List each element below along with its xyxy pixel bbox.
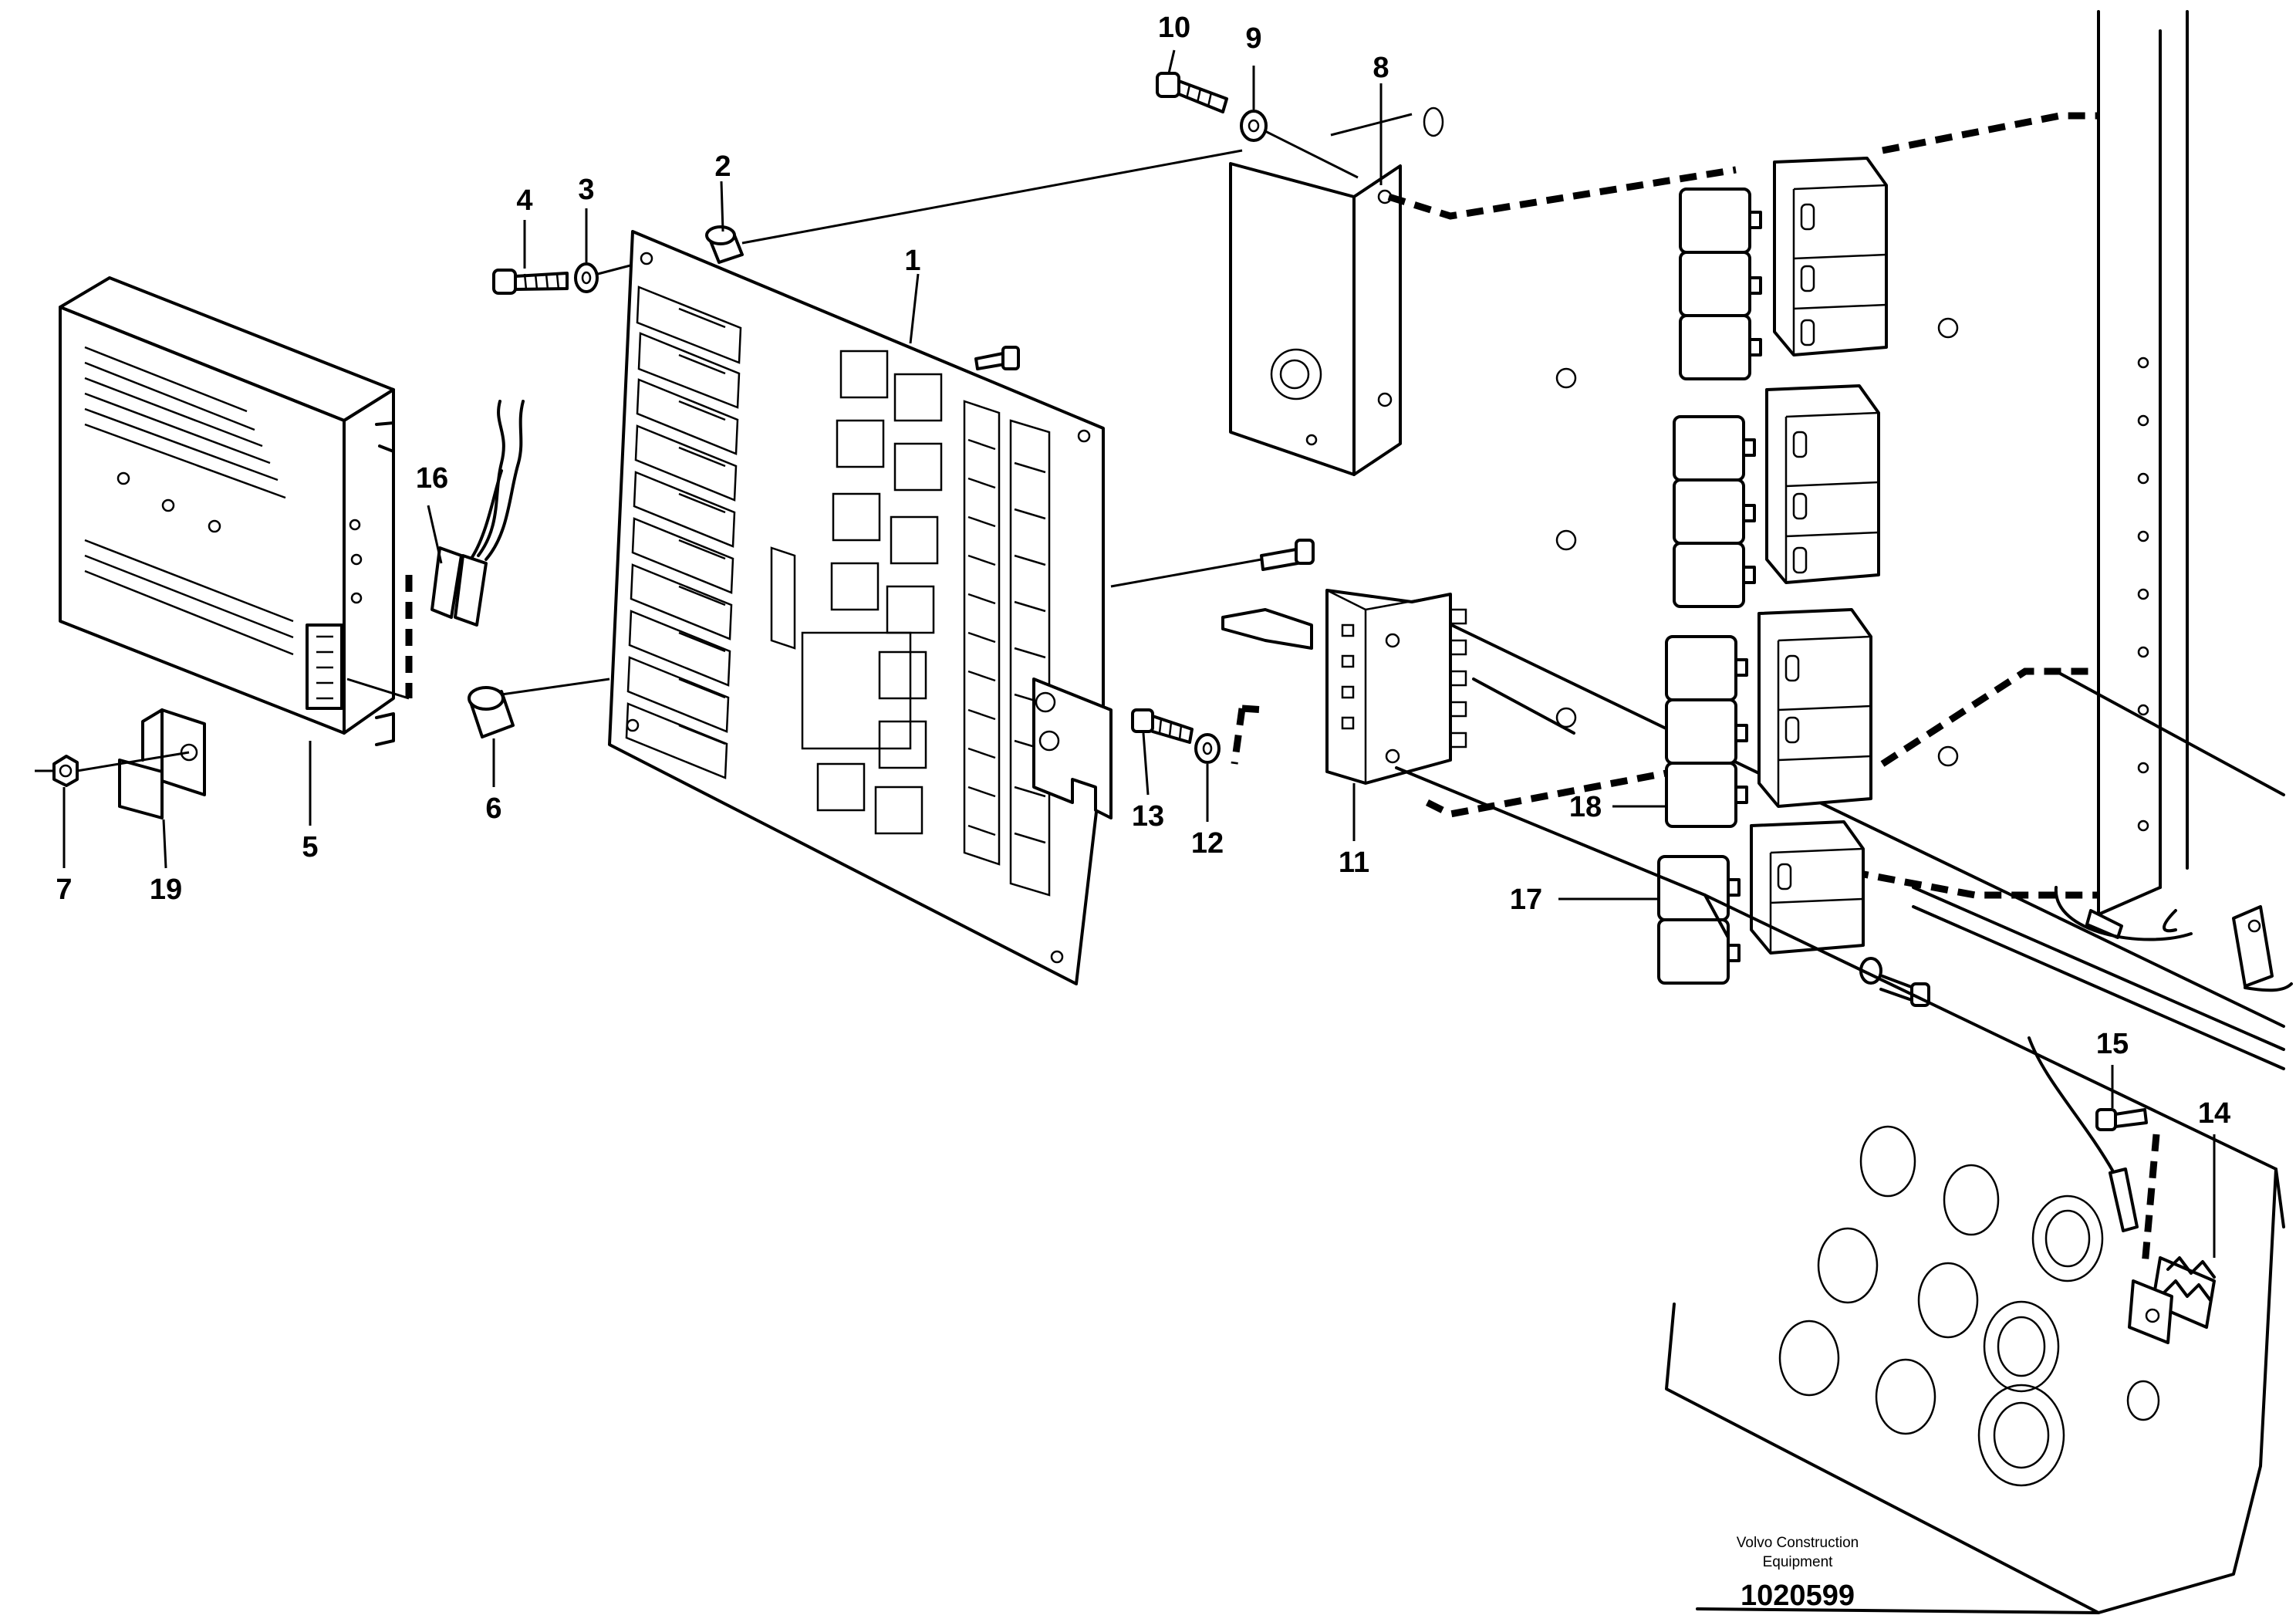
mounting-bracket xyxy=(1229,162,1402,476)
callout-18: 18 xyxy=(1569,791,1602,823)
callout-16: 16 xyxy=(416,462,448,495)
callout-14: 14 xyxy=(2198,1097,2230,1130)
clip xyxy=(2232,905,2274,988)
connector-lock xyxy=(1221,608,1313,650)
relay-group-top xyxy=(1679,188,1762,380)
washer-9 xyxy=(1240,110,1268,142)
spacer-upper xyxy=(705,225,744,264)
washer-3 xyxy=(574,262,599,293)
screw-13 xyxy=(1131,708,1194,744)
callout-2: 2 xyxy=(714,150,731,183)
control-unit xyxy=(59,276,395,746)
vertical-pillar xyxy=(2054,10,2193,941)
wiring-harness xyxy=(430,400,525,627)
fuse-holder-middle xyxy=(1765,384,1880,584)
callout-6: 6 xyxy=(485,792,501,825)
relay-group-lower xyxy=(1665,635,1748,828)
callout-5: 5 xyxy=(302,831,318,863)
credit-line-1: Volvo Construction xyxy=(1737,1535,1859,1551)
screw-4 xyxy=(492,269,569,295)
bracket xyxy=(118,708,206,819)
credit-line-2: Equipment xyxy=(1763,1554,1834,1570)
relay-group-middle xyxy=(1673,415,1756,608)
screw-10 xyxy=(1156,72,1228,113)
callout-labels: 1 2 3 4 5 6 7 8 9 10 11 12 13 14 15 16 1… xyxy=(56,12,2230,1130)
callout-11: 11 xyxy=(1339,846,1369,879)
panel-wall xyxy=(1418,317,2285,1028)
screw-small xyxy=(974,346,1020,370)
callout-8: 8 xyxy=(1373,52,1389,84)
screw-board xyxy=(1260,539,1315,571)
connector-block xyxy=(1325,589,1467,785)
callout-12: 12 xyxy=(1191,827,1224,860)
callout-19: 19 xyxy=(150,874,182,906)
callout-10: 10 xyxy=(1158,12,1190,44)
callout-4: 4 xyxy=(516,184,532,217)
relay-group-bottom xyxy=(1657,855,1741,985)
screw-15 xyxy=(2095,1108,2148,1131)
fuse-holder-lower xyxy=(1757,608,1872,808)
leader-lines xyxy=(62,49,2216,1258)
fuse-holder-bottom xyxy=(1750,820,1865,955)
spacer-lower xyxy=(468,686,515,738)
callout-7: 7 xyxy=(56,874,72,906)
callout-13: 13 xyxy=(1132,800,1164,833)
circuit-board xyxy=(608,230,1113,985)
ground-terminal xyxy=(2128,1256,2216,1344)
dashboard-panel xyxy=(1395,766,2285,1614)
callout-1: 1 xyxy=(904,245,920,277)
ground-cable xyxy=(2028,1036,2139,1232)
callout-15: 15 xyxy=(2096,1028,2129,1060)
nut xyxy=(52,755,79,787)
document-number: 1020599 xyxy=(1741,1580,1855,1612)
callout-3: 3 xyxy=(578,174,594,206)
callout-9: 9 xyxy=(1245,22,1261,55)
callout-17: 17 xyxy=(1510,884,1542,916)
fuse-holder-top xyxy=(1773,157,1888,357)
washer-12 xyxy=(1194,733,1221,764)
